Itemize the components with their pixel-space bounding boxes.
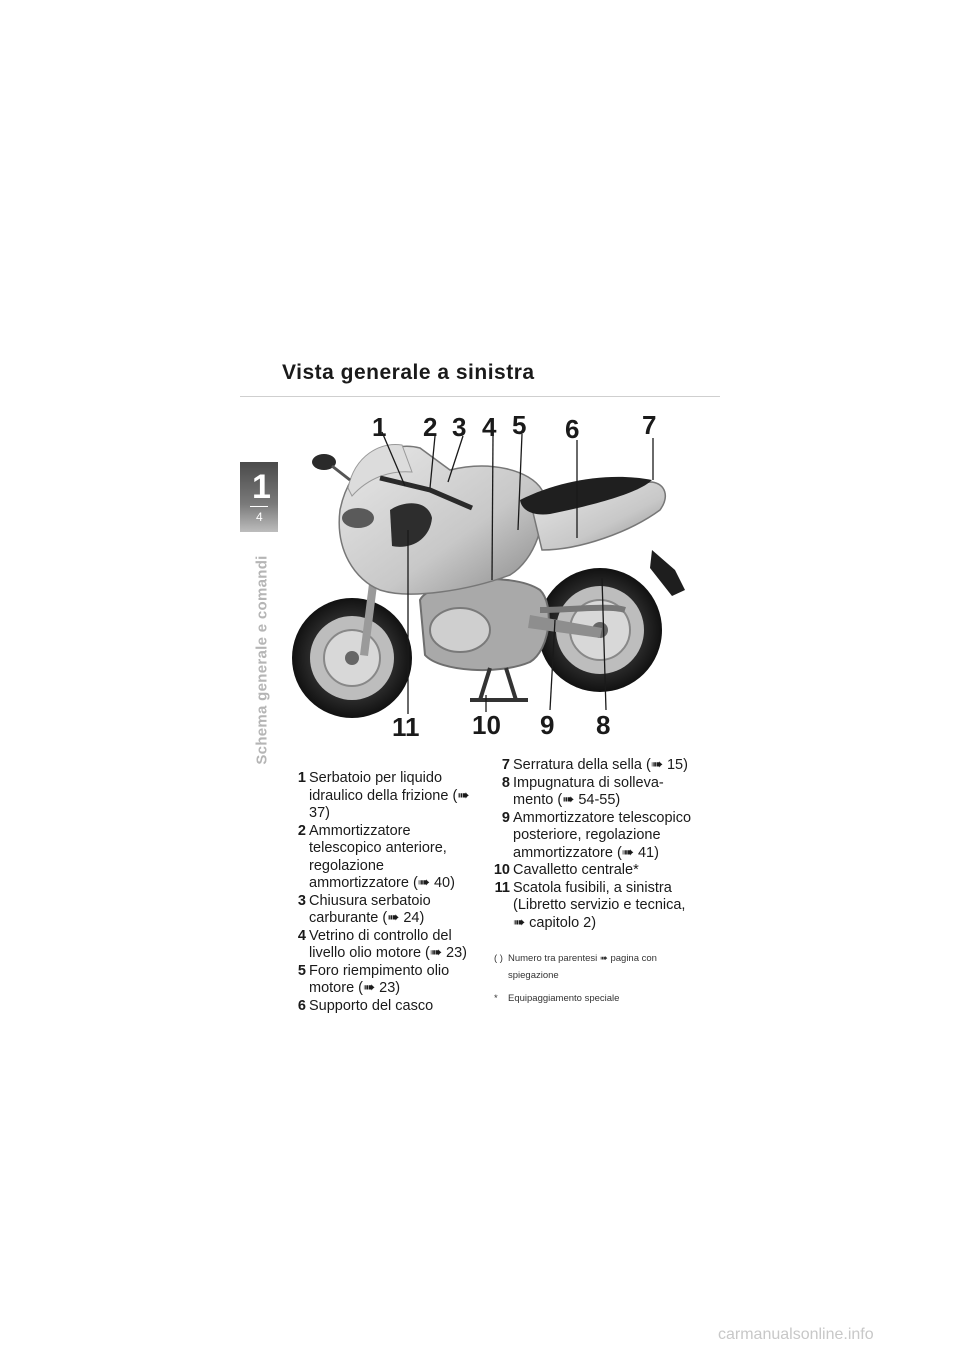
legend-item-number: 2 (297, 822, 306, 839)
legend-item: 11 Scatola fusibili, a sinistra (Librett… (486, 880, 696, 933)
legend-item: 4 Vetrino di controllo del livello olio … (282, 928, 482, 963)
legend-item-text: Chiusura serbatoio carburante (➠ 24) (309, 892, 431, 927)
legend-item: 5 Foro riempimento olio motore (➠ 23) (282, 963, 482, 998)
legend-item: 2 Ammortizzatore telescopico anteriore, … (282, 823, 482, 893)
footnote-text: Numero tra parentesi ➠ pagina con spiega… (508, 953, 657, 981)
callout-10: 10 (472, 710, 501, 740)
callout-1: 1 (372, 412, 387, 442)
legend-item-text: Ammortizzatore telescopico posteriore, r… (513, 809, 692, 861)
legend-item-number: 7 (501, 757, 510, 773)
legend-item: 7 Serratura della sella (➠ 15) (486, 757, 696, 775)
chapter-number: 1 (252, 468, 271, 506)
legend-right-column: 7 Serratura della sella (➠ 15) 8 Impugna… (486, 757, 696, 932)
legend-item: 6 Supporto del casco (282, 998, 482, 1016)
legend-item-number: 11 (494, 879, 510, 896)
chapter-divider (250, 506, 268, 507)
legend-item-text: Supporto del casco (309, 997, 434, 1014)
legend-item-text: Scatola fusibili, a sinistra (Libretto s… (513, 879, 686, 931)
callout-4: 4 (482, 412, 497, 442)
callout-2: 2 (423, 412, 438, 442)
legend-item-number: 3 (297, 892, 306, 909)
footnote: * Equipaggiamento speciale (494, 990, 688, 1007)
callout-11: 11 (392, 712, 420, 742)
chapter-tab (240, 462, 278, 532)
watermark: carmanualsonline.info (718, 1326, 874, 1343)
seat (520, 476, 652, 515)
legend-item-number: 10 (493, 862, 510, 878)
callout-6: 6 (565, 414, 580, 444)
callout-3: 3 (452, 412, 467, 442)
rear-mudguard (650, 550, 685, 596)
legend-item: 3 Chiusura serbatoio carburante (➠ 24) (282, 893, 482, 928)
legend-item-number: 1 (297, 770, 306, 786)
legend-item-text: Serratura della sella (➠ 15) (513, 757, 688, 773)
callout-5: 5 (512, 410, 527, 440)
legend-item: 1 Serbatoio per liquido idraulico della … (282, 770, 482, 823)
footnotes: ( ) Numero tra parentesi ➠ pagina con sp… (494, 950, 688, 1007)
footnote-symbol: * (494, 993, 498, 1004)
legend-item: 8 Impugnatura di solleva-mento (➠ 54-55) (486, 775, 696, 810)
legend-item-number: 8 (501, 774, 510, 791)
footnote: ( ) Numero tra parentesi ➠ pagina con sp… (494, 950, 688, 984)
title-divider (240, 396, 720, 397)
legend-item-text: Cavalletto centrale* (513, 862, 639, 878)
legend-left-column: 1 Serbatoio per liquido idraulico della … (282, 770, 482, 1015)
legend-item-text: Vetrino di controllo del livello olio mo… (309, 927, 468, 962)
legend-item: 9 Ammortizzatore telescopico posteriore,… (486, 810, 696, 863)
legend-item: 10 Cavalletto centrale* (486, 862, 696, 880)
legend-item-number: 6 (297, 997, 306, 1014)
legend-item-number: 9 (501, 809, 510, 826)
footnote-text: Equipaggiamento speciale (508, 993, 620, 1004)
side-chapter-title: Schema generale e comandi (253, 555, 271, 765)
legend-item-text: Impugnatura di solleva-mento (➠ 54-55) (513, 774, 664, 809)
motorcycle-illustration (292, 431, 685, 718)
legend-item-text: Serbatoio per liquido idraulico della fr… (309, 770, 470, 821)
page-number: 4 (256, 510, 263, 524)
legend-item-text: Foro riempimento olio motore (➠ 23) (309, 962, 450, 997)
legend-item-number: 4 (297, 927, 306, 944)
page-title: Vista generale a sinistra (282, 361, 535, 384)
motorcycle-figure: 1 2 3 4 5 6 7 11 10 9 8 (280, 400, 720, 750)
legend-item-text: Ammortizzatore telescopico anteriore, re… (309, 822, 455, 892)
footnote-symbol: ( ) (494, 953, 503, 964)
callout-7: 7 (642, 410, 657, 440)
legend-item-number: 5 (297, 962, 306, 979)
callout-9: 9 (540, 710, 555, 740)
callout-8: 8 (596, 710, 611, 740)
